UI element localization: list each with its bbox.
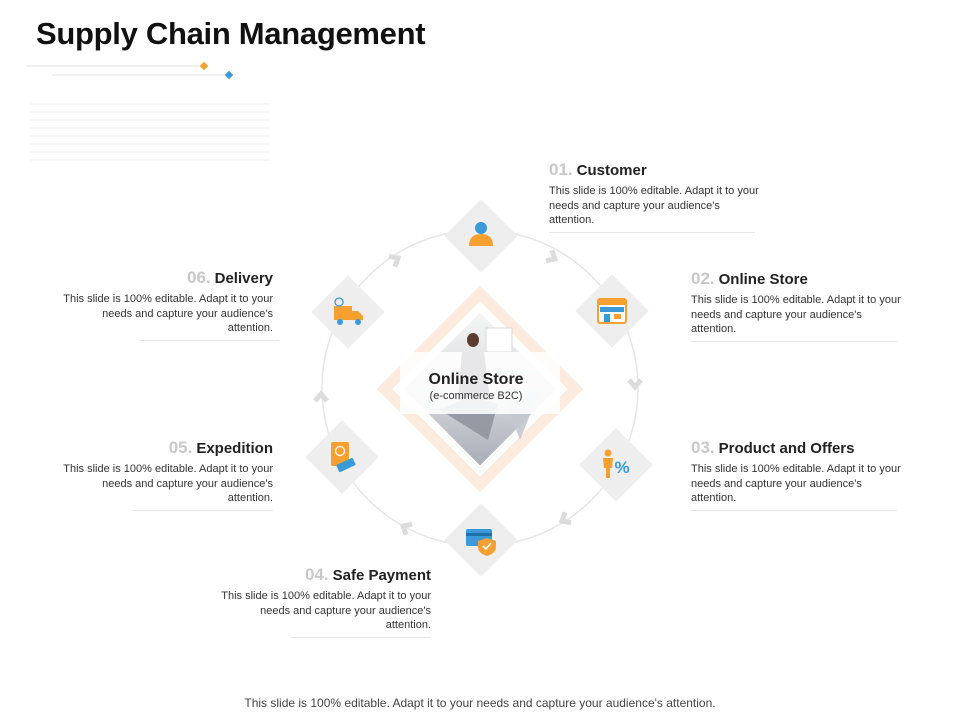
arrow-chevron bbox=[313, 390, 329, 403]
step-divider bbox=[133, 509, 273, 511]
arrow-chevron bbox=[627, 378, 643, 391]
step-divider bbox=[291, 636, 431, 638]
center-title: Online Store bbox=[428, 371, 524, 388]
step-description: This slide is 100% editable. Adapt it to… bbox=[691, 294, 901, 335]
user-icon bbox=[469, 222, 493, 246]
footer-note: This slide is 100% editable. Adapt it to… bbox=[244, 696, 716, 710]
accent-dot-orange bbox=[199, 61, 209, 71]
step-number: 06. bbox=[186, 268, 211, 287]
arrow-chevron bbox=[388, 253, 402, 268]
storefront-icon bbox=[597, 298, 627, 324]
step-delivery: 06.Delivery This slide is 100% editable.… bbox=[43, 268, 279, 341]
step-description: This slide is 100% editable. Adapt it to… bbox=[549, 185, 759, 226]
step-description: This slide is 100% editable. Adapt it to… bbox=[63, 463, 273, 504]
step-divider bbox=[139, 339, 279, 341]
diamond-node-product-offers bbox=[579, 428, 653, 502]
step-number: 01. bbox=[549, 160, 573, 179]
step-number: 04. bbox=[304, 565, 329, 584]
step-label: Expedition bbox=[196, 440, 273, 457]
step-description: This slide is 100% editable. Adapt it to… bbox=[221, 590, 431, 631]
delivery-truck-icon bbox=[334, 297, 363, 325]
arrow-chevron bbox=[399, 521, 413, 536]
step-product-offers: 03.Product and Offers This slide is 100%… bbox=[691, 438, 921, 511]
step-description: This slide is 100% editable. Adapt it to… bbox=[63, 293, 273, 334]
step-description: This slide is 100% editable. Adapt it to… bbox=[691, 463, 901, 504]
step-number: 03. bbox=[691, 438, 715, 457]
step-number: 02. bbox=[691, 269, 715, 288]
center-label-panel bbox=[400, 352, 560, 414]
center-subtitle: (e-commerce B2C) bbox=[429, 390, 523, 402]
svg-text:%: % bbox=[614, 458, 629, 477]
person-percent-icon: % bbox=[603, 449, 630, 478]
passport-ticket-icon bbox=[331, 442, 356, 473]
decorative-lines bbox=[30, 103, 270, 161]
credit-card-shield-icon bbox=[466, 529, 496, 556]
slide-title: Supply Chain Management bbox=[36, 16, 426, 51]
accent-dot-blue bbox=[224, 70, 234, 80]
step-expedition: 05.Expedition This slide is 100% editabl… bbox=[43, 438, 273, 511]
step-divider bbox=[691, 509, 897, 511]
arrow-chevron bbox=[558, 511, 572, 526]
step-customer: 01.Customer This slide is 100% editable.… bbox=[549, 160, 779, 233]
step-label: Product and Offers bbox=[718, 440, 855, 457]
step-online-store: 02.Online Store This slide is 100% edita… bbox=[691, 269, 921, 342]
step-number: 05. bbox=[168, 438, 193, 457]
step-label: Online Store bbox=[718, 271, 808, 288]
arrow-chevron bbox=[545, 249, 559, 264]
step-label: Delivery bbox=[214, 270, 273, 287]
step-divider bbox=[691, 340, 897, 342]
step-safe-payment: 04.Safe Payment This slide is 100% edita… bbox=[201, 565, 431, 638]
step-label: Safe Payment bbox=[332, 567, 431, 584]
step-divider bbox=[549, 231, 755, 233]
step-label: Customer bbox=[576, 162, 647, 179]
cycle-arrows bbox=[313, 249, 643, 536]
center-label: Online Store (e-commerce B2C) bbox=[412, 371, 540, 402]
